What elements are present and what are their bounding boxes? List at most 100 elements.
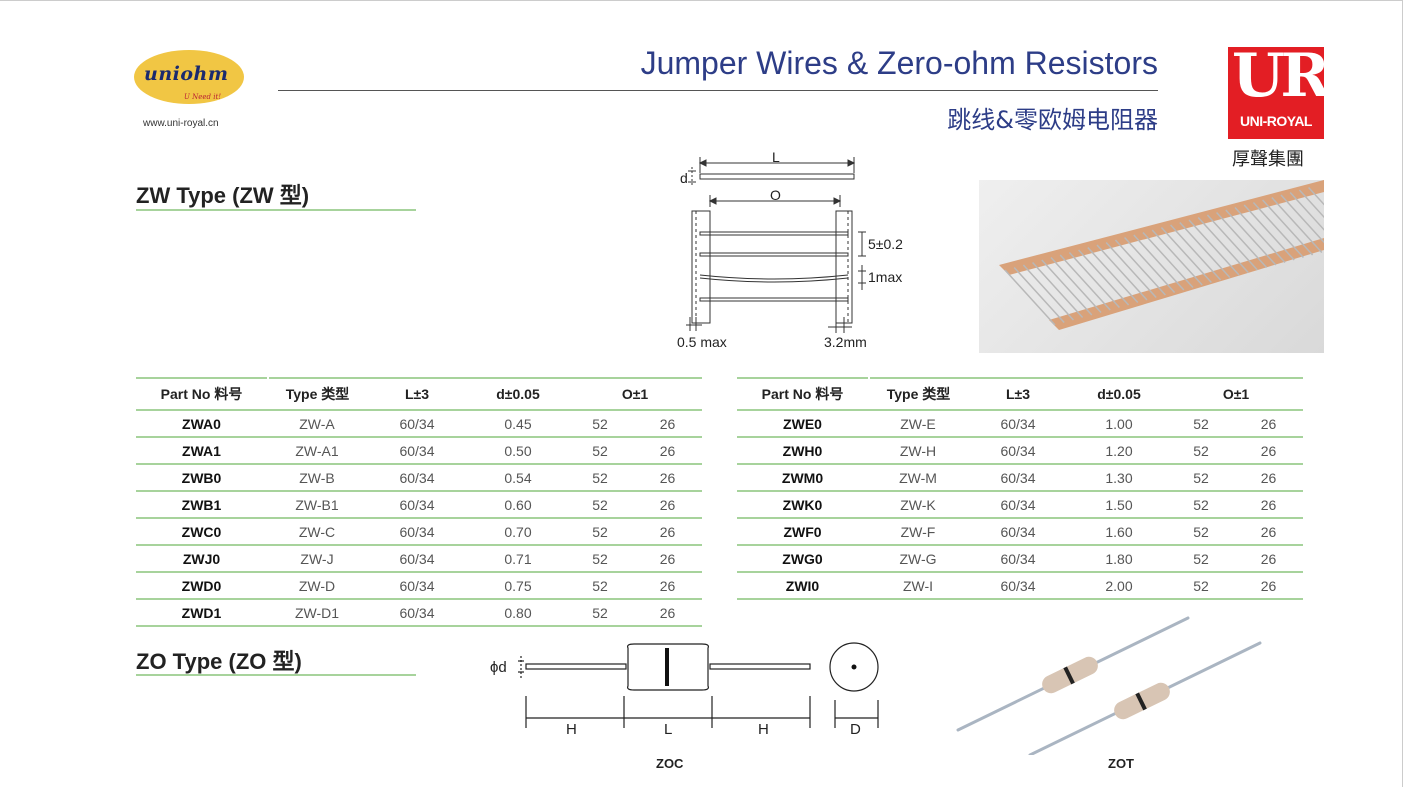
cell-L: 60/34 [966, 437, 1069, 465]
zo-section-rule [136, 674, 416, 676]
cell-O1: 52 [567, 437, 632, 465]
taped-jumper-illustration [999, 180, 1324, 330]
cell-part-no: ZWD1 [136, 599, 269, 627]
cell-O1: 52 [1168, 491, 1233, 519]
cell-type: ZW-G [868, 545, 967, 573]
cell-L: 60/34 [365, 464, 468, 492]
cell-L: 60/34 [966, 518, 1069, 546]
dim-H2-label: H [758, 721, 769, 738]
cell-d: 0.50 [467, 437, 568, 465]
col-O: O±1 [1169, 377, 1303, 411]
cell-O1: 52 [1168, 464, 1233, 492]
cell-d: 2.00 [1068, 572, 1169, 600]
col-type: Type 类型 [268, 377, 366, 411]
cell-L: 60/34 [365, 410, 468, 438]
cell-d: 0.70 [467, 518, 568, 546]
cell-part-no: ZWB0 [136, 464, 269, 492]
cell-type: ZW-K [868, 491, 967, 519]
col-d: d±0.05 [1069, 377, 1169, 411]
cell-type: ZW-B1 [267, 491, 366, 519]
zw-section-rule [136, 209, 416, 211]
cell-L: 60/34 [966, 410, 1069, 438]
cell-O1: 52 [1168, 545, 1233, 573]
taped-jumper-photo [979, 180, 1324, 353]
cell-d: 1.00 [1068, 410, 1169, 438]
cell-part-no: ZWF0 [737, 518, 870, 546]
cell-part-no: ZWD0 [136, 572, 269, 600]
logo-url: www.uni-royal.cn [143, 118, 219, 129]
cell-O2: 26 [1232, 545, 1303, 573]
cell-O2: 26 [1232, 518, 1303, 546]
cell-part-no: ZWB1 [136, 491, 269, 519]
cell-type: ZW-A [267, 410, 366, 438]
cell-part-no: ZWM0 [737, 464, 870, 492]
cell-type: ZW-J [267, 545, 366, 573]
cell-part-no: ZWC0 [136, 518, 269, 546]
badge-background [1228, 47, 1324, 139]
cell-type: ZW-E [868, 410, 967, 438]
logo-brand: uniohm [144, 63, 229, 85]
badge-name: UNI-ROYAL [1240, 113, 1313, 129]
cell-part-no: ZWA0 [136, 410, 269, 438]
cell-O2: 26 [631, 518, 702, 546]
cell-part-no: ZWI0 [737, 572, 870, 600]
cell-d: 1.30 [1068, 464, 1169, 492]
cell-type: ZW-D1 [267, 599, 366, 627]
dim-L2-label: L [664, 721, 672, 738]
cell-part-no: ZWG0 [737, 545, 870, 573]
cell-O2: 26 [631, 572, 702, 600]
cell-d: 0.45 [467, 410, 568, 438]
cell-part-no: ZWE0 [737, 410, 870, 438]
cell-type: ZW-M [868, 464, 967, 492]
cell-O1: 52 [1168, 410, 1233, 438]
cell-O2: 26 [1232, 491, 1303, 519]
cell-O1: 52 [567, 410, 632, 438]
cell-type: ZW-B [267, 464, 366, 492]
dim-pitch-label: 5±0.2 [868, 236, 903, 252]
cell-type: ZW-F [868, 518, 967, 546]
cell-d: 0.80 [467, 599, 568, 627]
cell-O1: 52 [1168, 518, 1233, 546]
dim-phi-d-label: ϕd [490, 659, 507, 676]
cell-type: ZW-C [267, 518, 366, 546]
dim-d-label: d [680, 170, 688, 186]
cell-d: 0.71 [467, 545, 568, 573]
cell-d: 1.80 [1068, 545, 1169, 573]
page-title-en: Jumper Wires & Zero-ohm Resistors [640, 45, 1158, 81]
cell-part-no: ZWA1 [136, 437, 269, 465]
cell-L: 60/34 [365, 572, 468, 600]
cell-d: 1.60 [1068, 518, 1169, 546]
cell-O2: 26 [631, 437, 702, 465]
dim-L-label: L [772, 149, 780, 165]
cell-part-no: ZWK0 [737, 491, 870, 519]
cell-L: 60/34 [966, 545, 1069, 573]
cell-type: ZW-D [267, 572, 366, 600]
zot-label: ZOT [1108, 756, 1134, 771]
cell-L: 60/34 [365, 599, 468, 627]
col-O: O±1 [568, 377, 702, 411]
table-header-row: Part No 料号 Type 类型 L±3 d±0.05 O±1 [737, 377, 1303, 411]
dim-D-label: D [850, 721, 861, 738]
cell-O2: 26 [631, 464, 702, 492]
cell-d: 0.54 [467, 464, 568, 492]
cell-L: 60/34 [365, 437, 468, 465]
cell-O1: 52 [567, 545, 632, 573]
cell-O2: 26 [1232, 437, 1303, 465]
col-part-no: Part No 料号 [136, 377, 269, 411]
cell-part-no: ZWJ0 [136, 545, 269, 573]
dim-max-label: 0.5 max [677, 334, 727, 350]
cell-d: 0.60 [467, 491, 568, 519]
col-part-no: Part No 料号 [737, 377, 870, 411]
zw-section-title: ZW Type (ZW 型) [136, 183, 310, 208]
col-d: d±0.05 [468, 377, 568, 411]
